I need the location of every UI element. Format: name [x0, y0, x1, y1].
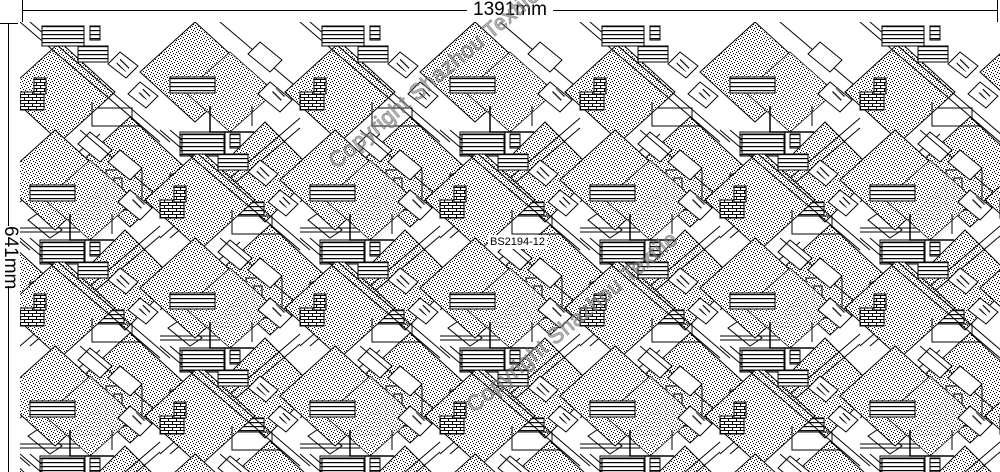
- design-code-label: BS2194-12: [488, 235, 548, 249]
- width-dimension: 1391mm: [22, 0, 998, 22]
- height-label: 641mm: [0, 226, 21, 290]
- height-dimension: 641mm: [0, 23, 21, 472]
- width-dimension-tick-left: [22, 0, 23, 22]
- height-dimension-tick-top: [0, 23, 18, 24]
- width-label: 1391mm: [467, 0, 553, 21]
- width-dimension-tick-right: [997, 0, 998, 22]
